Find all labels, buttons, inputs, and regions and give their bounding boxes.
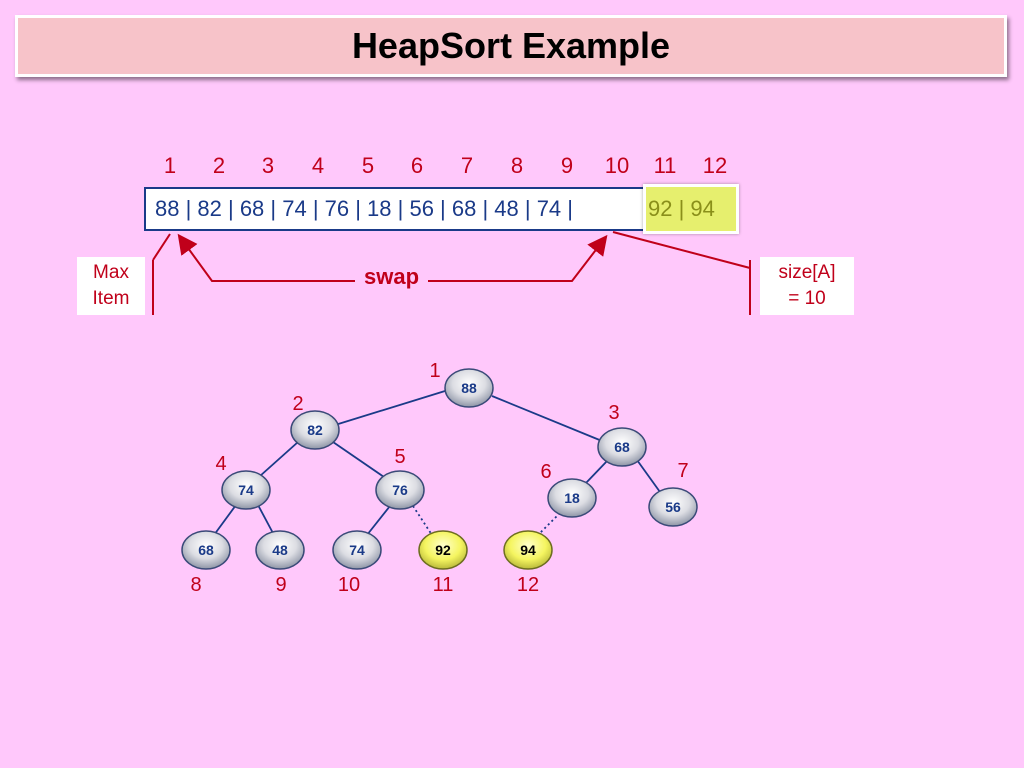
sorted-region-highlight — [643, 184, 739, 234]
tree-node-index: 10 — [338, 574, 360, 596]
tree-node-index: 12 — [517, 574, 539, 596]
tree-node-11 — [418, 530, 468, 570]
heap-array-box — [144, 187, 734, 231]
array-index: 3 — [261, 153, 275, 178]
tree-node-value: 56 — [665, 499, 681, 515]
tree-node-8 — [181, 530, 231, 570]
array-index: 9 — [560, 153, 574, 178]
tree-node-index: 4 — [215, 453, 226, 475]
array-index: 11 — [653, 153, 677, 178]
array-index: 5 — [361, 153, 375, 178]
tree-node-index: 6 — [540, 461, 551, 483]
max-item-pointer — [152, 233, 171, 261]
tree-edge — [332, 441, 385, 478]
tree-edge-dashed — [537, 512, 561, 536]
tree-node-value: 74 — [349, 542, 365, 558]
tree-node-index: 1 — [429, 360, 440, 382]
tree-edge — [366, 505, 391, 536]
tree-node-value: 92 — [435, 542, 451, 558]
tree-node-value: 74 — [238, 482, 254, 498]
tree-node-9 — [255, 530, 305, 570]
tree-edge — [584, 459, 609, 485]
tree-node-value: 94 — [520, 542, 536, 558]
tree-edge — [257, 504, 275, 536]
tree-node-3 — [597, 427, 647, 467]
array-index: 8 — [510, 153, 524, 178]
tree-node-10 — [332, 530, 382, 570]
sorted-array-values: 92 | 94 — [648, 196, 715, 221]
tree-node-5 — [375, 470, 425, 510]
tree-node-7 — [648, 487, 698, 527]
tree-node-index: 9 — [275, 574, 286, 596]
tree-node-value: 48 — [272, 542, 288, 558]
array-index: 12 — [702, 153, 728, 178]
tree-node-value: 68 — [614, 439, 630, 455]
tree-edge — [491, 395, 603, 442]
tree-node-index: 2 — [292, 393, 303, 415]
tree-node-value: 82 — [307, 422, 323, 438]
array-index: 6 — [410, 153, 424, 178]
swap-arrow-right — [428, 234, 608, 282]
tree-node-value: 88 — [461, 380, 477, 396]
tree-node-value: 18 — [564, 490, 580, 506]
array-index: 1 — [163, 153, 177, 178]
max-item-line1: Max — [93, 262, 129, 283]
tree-node-2 — [290, 410, 340, 450]
tree-edge-dashed — [412, 505, 433, 536]
swap-arrow-left — [177, 233, 355, 282]
tree-node-4 — [221, 470, 271, 510]
tree-node-value: 68 — [198, 542, 214, 558]
tree-edge — [259, 441, 299, 477]
size-label: size[A] = 10 — [760, 257, 854, 315]
tree-node-1 — [444, 368, 494, 408]
tree-node-12 — [503, 530, 553, 570]
tree-node-index: 7 — [677, 460, 688, 482]
array-index: 10 — [604, 153, 630, 178]
tree-edge — [334, 390, 446, 426]
size-line1: size[A] — [778, 262, 836, 283]
array-index: 2 — [212, 153, 226, 178]
tree-node-value: 76 — [392, 482, 408, 498]
tree-node-6 — [547, 478, 597, 518]
array-index: 4 — [311, 153, 325, 178]
tree-node-index: 3 — [608, 402, 619, 424]
size-line2: = 10 — [788, 288, 826, 309]
slide-title: HeapSort Example — [351, 25, 671, 66]
array-index: 7 — [460, 153, 474, 178]
size-pointer — [612, 231, 751, 269]
max-item-label: Max Item — [77, 257, 145, 315]
tree-edge — [213, 504, 237, 536]
tree-node-index: 11 — [433, 574, 454, 596]
tree-node-index: 8 — [190, 574, 201, 596]
max-item-line2: Item — [92, 288, 130, 309]
tree-node-index: 5 — [394, 446, 405, 468]
tree-edge — [636, 459, 661, 493]
heap-array-values: 88 | 82 | 68 | 74 | 76 | 18 | 56 | 68 | … — [155, 196, 573, 221]
title-bar: HeapSort Example — [15, 15, 1007, 77]
swap-label: swap — [364, 264, 420, 289]
